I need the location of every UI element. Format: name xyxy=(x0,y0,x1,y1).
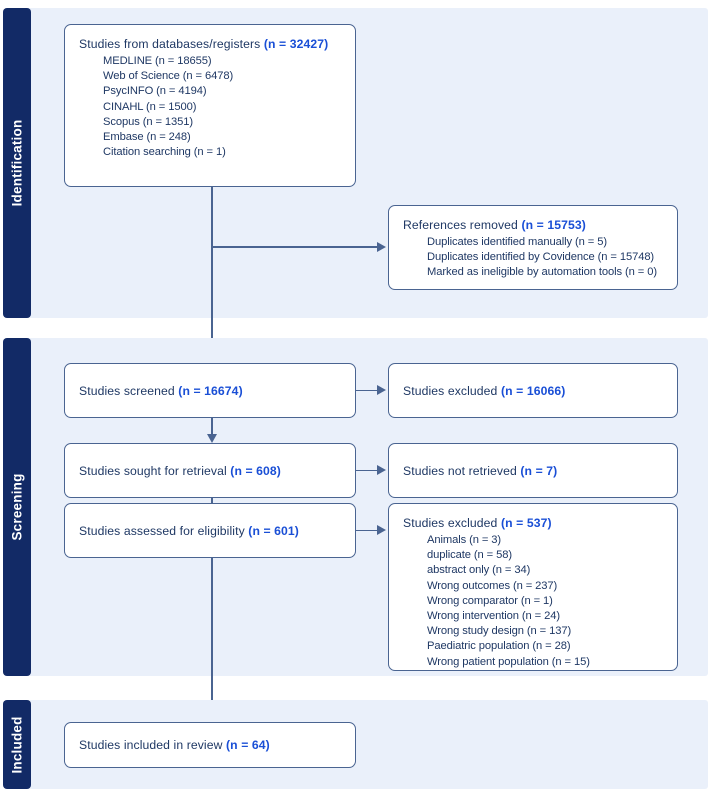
sidebar-screening-label: Screening xyxy=(9,473,25,541)
box-studies-excluded-screening-title: Studies excluded (n = 16066) xyxy=(403,383,669,399)
box-studies-included-count: (n = 64) xyxy=(226,738,270,752)
list-item: CINAHL (n = 1500) xyxy=(103,100,197,113)
sidebar-screening: Screening xyxy=(3,338,31,676)
sidebar-identification-label: Identification xyxy=(9,119,25,207)
connector-assessed-excluded xyxy=(356,529,377,532)
box-studies-not-retrieved[interactable]: Studies not retrieved (n = 7) xyxy=(388,443,678,498)
list-item: Wrong patient population (n = 15) xyxy=(427,655,590,668)
box-databases-source-list: MEDLINE (n = 18655) Web of Science (n = … xyxy=(79,54,347,160)
box-studies-excluded-screening-title-text: Studies excluded xyxy=(403,383,498,398)
box-studies-screened-title-text: Studies screened xyxy=(79,383,175,398)
box-studies-included-title: Studies included in review (n = 64) xyxy=(79,737,347,753)
arrow-into-sought-icon xyxy=(206,434,217,443)
list-item: Wrong study design (n = 137) xyxy=(427,625,572,638)
box-studies-sought-count: (n = 608) xyxy=(230,463,281,478)
list-item: duplicate (n = 58) xyxy=(427,549,512,562)
box-studies-screened-count: (n = 16674) xyxy=(178,383,243,398)
list-item: Wrong intervention (n = 24) xyxy=(427,610,560,623)
connector-screened-to-sought xyxy=(211,418,213,435)
list-item: Scopus (n = 1351) xyxy=(103,115,194,128)
box-references-removed-count: (n = 15753) xyxy=(521,218,586,232)
sidebar-included: Included xyxy=(3,700,31,789)
box-studies-included-in-review[interactable]: Studies included in review (n = 64) xyxy=(64,722,356,768)
arrow-into-studies-excluded-eligibility-icon xyxy=(377,525,386,535)
box-studies-assessed-title: Studies assessed for eligibility (n = 60… xyxy=(79,523,347,539)
box-references-removed[interactable]: References removed (n = 15753) Duplicate… xyxy=(388,205,678,290)
box-references-removed-reason-list: Duplicates identified manually (n = 5) D… xyxy=(403,235,669,281)
box-studies-not-retrieved-count: (n = 7) xyxy=(520,463,558,478)
box-studies-screened[interactable]: Studies screened (n = 16674) xyxy=(64,363,356,418)
arrow-into-studies-not-retrieved-icon xyxy=(377,465,386,475)
box-studies-sought-for-retrieval[interactable]: Studies sought for retrieval (n = 608) xyxy=(64,443,356,498)
box-studies-excluded-screening[interactable]: Studies excluded (n = 16066) xyxy=(388,363,678,418)
sidebar-identification: Identification xyxy=(3,8,31,318)
list-item: Duplicates identified manually (n = 5) xyxy=(427,236,607,248)
list-item: MEDLINE (n = 18655) xyxy=(103,55,212,67)
box-studies-excluded-eligibility-title-text: Studies excluded xyxy=(403,516,498,530)
list-item: PsycINFO (n = 4194) xyxy=(103,85,207,98)
connector-sought-not-retrieved xyxy=(356,469,377,472)
list-item: Web of Science (n = 6478) xyxy=(103,70,234,83)
box-databases-registers[interactable]: Studies from databases/registers (n = 32… xyxy=(64,24,356,187)
list-item: Animals (n = 3) xyxy=(427,534,502,546)
list-item: Wrong outcomes (n = 237) xyxy=(427,579,558,592)
box-databases-count: (n = 32427) xyxy=(263,37,329,51)
list-item: Marked as ineligible by automation tools… xyxy=(427,266,657,279)
box-studies-excluded-screening-count: (n = 16066) xyxy=(500,383,566,398)
box-studies-included-title-text: Studies included in review xyxy=(79,738,223,752)
list-item: Duplicates identified by Covidence (n = … xyxy=(427,251,655,264)
box-studies-screened-title: Studies screened (n = 16674) xyxy=(79,383,347,399)
box-studies-assessed-count: (n = 601) xyxy=(248,523,299,538)
box-studies-excluded-eligibility-reason-list: Animals (n = 3) duplicate (n = 58) abstr… xyxy=(403,533,669,670)
box-studies-not-retrieved-title-text: Studies not retrieved xyxy=(403,463,517,478)
list-item: Citation searching (n = 1) xyxy=(103,146,226,159)
connector-references-removed-horizontal xyxy=(211,246,377,248)
connector-assessed-to-included xyxy=(211,558,213,713)
sidebar-included-label: Included xyxy=(9,715,25,774)
list-item: Paediatric population (n = 28) xyxy=(427,640,571,653)
list-item: Wrong comparator (n = 1) xyxy=(427,594,553,607)
box-references-removed-title-text: References removed xyxy=(403,218,518,232)
arrow-into-studies-excluded-screening-icon xyxy=(377,385,386,395)
box-studies-assessed-for-eligibility[interactable]: Studies assessed for eligibility (n = 60… xyxy=(64,503,356,558)
connector-screened-excluded xyxy=(356,389,377,392)
box-studies-sought-title-text: Studies sought for retrieval xyxy=(79,463,227,478)
box-databases-title: Studies from databases/registers (n = 32… xyxy=(79,36,347,52)
list-item: abstract only (n = 34) xyxy=(427,564,531,577)
box-studies-excluded-eligibility[interactable]: Studies excluded (n = 537) Animals (n = … xyxy=(388,503,678,671)
box-references-removed-title: References removed (n = 15753) xyxy=(403,217,669,233)
box-studies-excluded-eligibility-title: Studies excluded (n = 537) xyxy=(403,515,669,531)
box-studies-excluded-eligibility-count: (n = 537) xyxy=(500,516,552,530)
connector-databases-vertical xyxy=(211,187,213,354)
box-studies-not-retrieved-title: Studies not retrieved (n = 7) xyxy=(403,463,669,479)
list-item: Embase (n = 248) xyxy=(103,131,191,144)
box-studies-assessed-title-text: Studies assessed for eligibility xyxy=(79,523,245,538)
box-databases-title-text: Studies from databases/registers xyxy=(79,37,261,51)
arrow-into-references-removed-icon xyxy=(377,241,386,252)
box-studies-sought-title: Studies sought for retrieval (n = 608) xyxy=(79,463,347,479)
